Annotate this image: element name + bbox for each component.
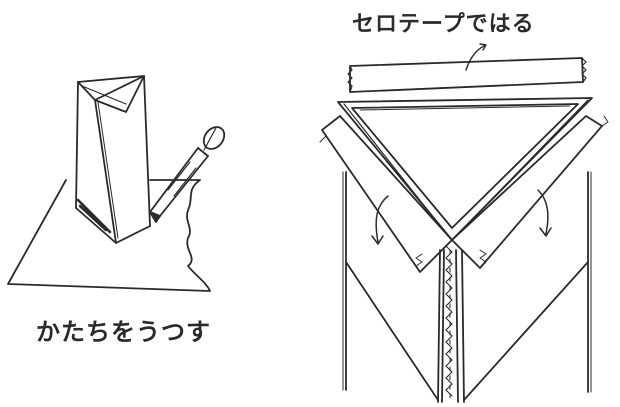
triangle-top (319, 97, 609, 273)
tape-caption: セロテープではる (352, 12, 535, 37)
left-illustration (7, 75, 226, 292)
prism-sides (342, 171, 592, 403)
right-illustration (319, 43, 609, 403)
prism-box (75, 75, 151, 244)
pencil (149, 126, 226, 223)
fold-arrows (371, 189, 552, 245)
tape-top (347, 43, 587, 93)
trace-caption: かたちをうつす (36, 318, 211, 346)
paper-sheet (7, 179, 211, 292)
